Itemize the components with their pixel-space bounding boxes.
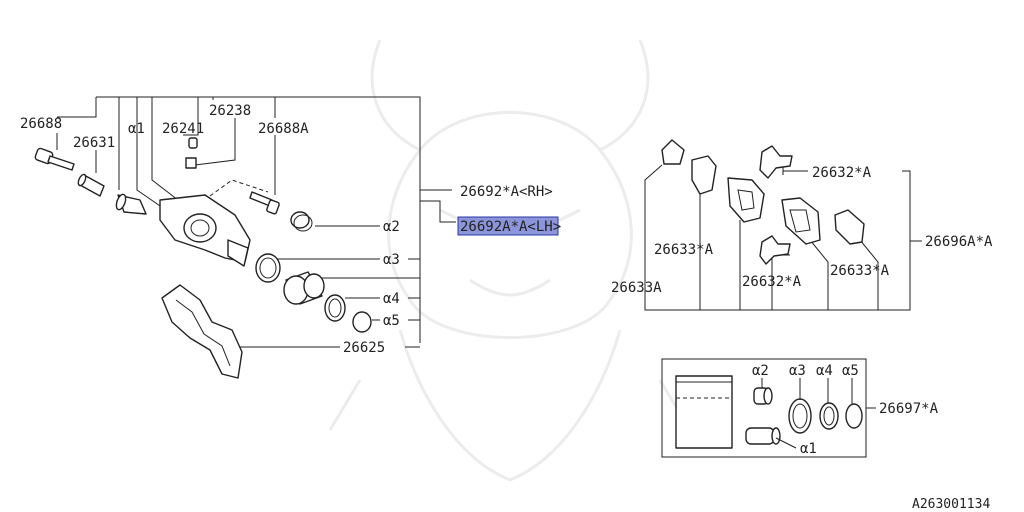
kit-pin-boot-a1 bbox=[745, 427, 781, 445]
pad-clip-top bbox=[759, 145, 793, 179]
highlight-26692A[interactable] bbox=[457, 216, 559, 236]
kit-snap-ring-a5 bbox=[845, 403, 863, 429]
pad-inner-shim bbox=[691, 155, 717, 195]
pin-boot bbox=[115, 193, 147, 215]
kit-label-a3: α3 bbox=[789, 363, 806, 379]
label-a4: α4 bbox=[383, 291, 400, 307]
bleeder-screw bbox=[185, 137, 198, 169]
kit-bag bbox=[675, 375, 733, 449]
pad-clip-bottom bbox=[759, 235, 791, 265]
label-a2: α2 bbox=[383, 219, 400, 235]
shim-outer bbox=[661, 139, 685, 165]
kit-label-a1: α1 bbox=[800, 441, 817, 457]
guide-pin bbox=[249, 191, 280, 215]
pad-set: 26632*A 26633*A 26632*A 26633*A 26633A 2… bbox=[611, 139, 993, 311]
label-26632-mid: 26632*A bbox=[742, 274, 802, 290]
kit-boot-a2 bbox=[753, 387, 773, 405]
diagram-code: A263001134 bbox=[912, 497, 990, 512]
piston bbox=[283, 271, 325, 305]
snap-ring bbox=[352, 311, 372, 333]
label-26696A: 26696A*A bbox=[925, 234, 993, 250]
kit-label-a2: α2 bbox=[752, 363, 769, 379]
label-26688: 26688 bbox=[20, 116, 62, 132]
label-26697: 26697*A bbox=[879, 401, 939, 417]
label-26241: 26241 bbox=[162, 121, 204, 137]
caliper-support bbox=[161, 284, 243, 379]
caliper-assembly: 26688 26631 α1 26241 26238 26688A 26692*… bbox=[20, 96, 561, 379]
label-a1: α1 bbox=[128, 121, 145, 137]
label-26633A: 26633A bbox=[611, 280, 662, 296]
label-26631: 26631 bbox=[73, 135, 115, 151]
caliper-body bbox=[159, 179, 269, 267]
label-a5: α5 bbox=[383, 313, 400, 329]
label-a3: α3 bbox=[383, 252, 400, 268]
guide-bolt bbox=[34, 147, 75, 171]
label-26688A: 26688A bbox=[258, 121, 309, 137]
label-26632-top: 26632*A bbox=[812, 165, 872, 181]
seal-kit-box: α2 α3 α4 α5 α1 26697*A bbox=[661, 358, 939, 458]
label-26625: 26625 bbox=[343, 340, 385, 356]
label-26692A-lh[interactable]: 26692A*A<LH> bbox=[460, 219, 561, 235]
boot-a4 bbox=[324, 294, 346, 322]
boot-a2 bbox=[290, 211, 313, 232]
kit-boot-a4 bbox=[819, 402, 839, 430]
pad-shim-right bbox=[834, 209, 865, 245]
label-26633-right: 26633*A bbox=[830, 263, 890, 279]
brake-pad-left bbox=[727, 177, 765, 223]
label-26692-rh: 26692*A<RH> bbox=[460, 184, 553, 200]
watermark-emblem bbox=[328, 39, 692, 482]
label-26238: 26238 bbox=[209, 103, 251, 119]
kit-label-a5: α5 bbox=[842, 363, 859, 379]
kit-label-a4: α4 bbox=[816, 363, 833, 379]
brake-pad-right bbox=[781, 197, 821, 245]
label-26633-left: 26633*A bbox=[654, 242, 714, 258]
